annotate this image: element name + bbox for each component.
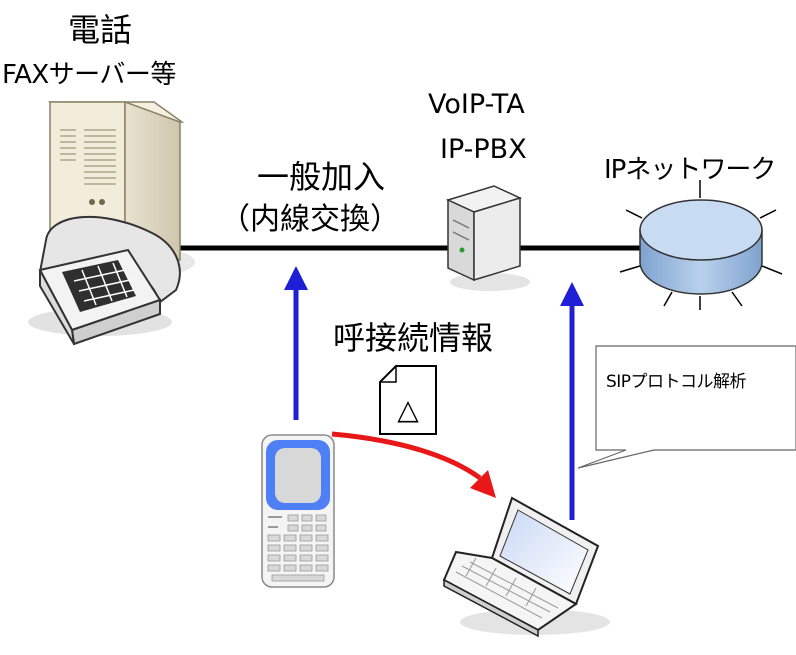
desk-phone-icon [10,215,181,346]
label-ip-network: IPネットワーク [604,155,776,185]
arrow-mobile-to-line [284,266,308,420]
arrow-laptop-to-pbx [560,282,584,520]
sip-analysis-callout [577,345,796,469]
document-symbol: △ [397,393,419,426]
voip-ta-ip-pbx-icon [445,185,530,291]
fax-server-icon [47,100,195,276]
label-extension-exchange: （内線交換） [220,202,400,237]
call-info-document-icon: △ [379,365,437,435]
ip-network-icon [619,180,783,310]
label-ip-pbx: IP-PBX [440,134,527,165]
label-fax-server: FAXサーバー等 [2,60,176,90]
label-phone-title: 電話 [68,11,133,49]
laptop-icon [442,496,610,638]
mobile-phone-icon [261,434,335,588]
label-sip-analysis: SIPプロトコル解析 [606,372,747,392]
label-voip-ta: VoIP-TA [428,89,525,120]
label-general-line: 一般加入 [257,158,386,196]
arrow-mobile-to-laptop [331,431,496,498]
label-call-info: 呼接続情報 [333,319,494,357]
